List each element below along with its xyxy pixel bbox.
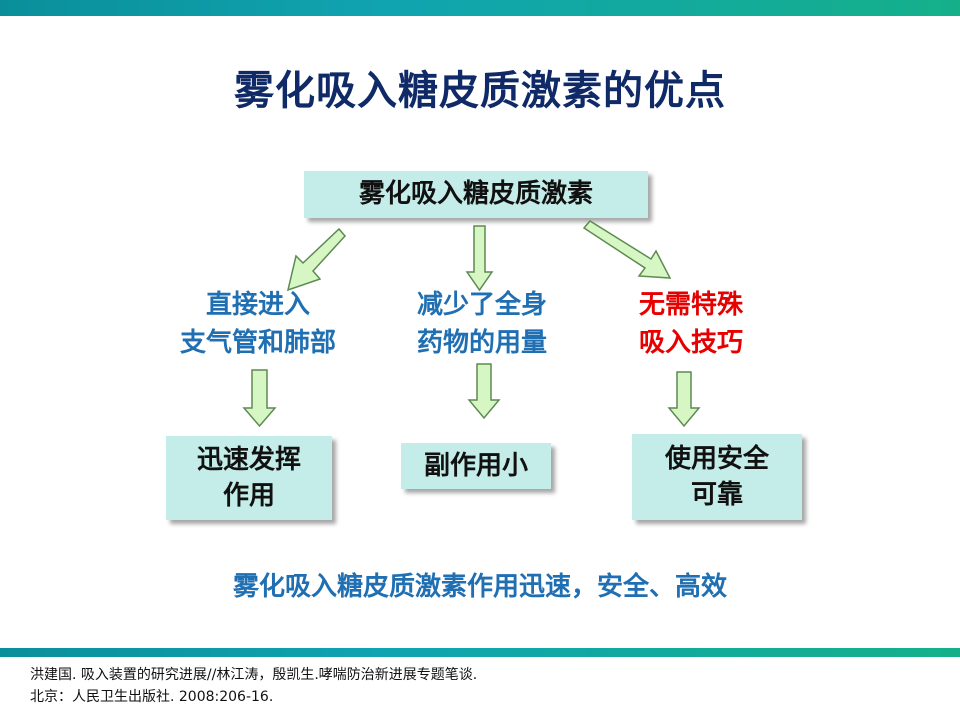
arrow-center-down <box>467 363 501 420</box>
reference-line1: 洪建国. 吸入装置的研究进展//林江涛，殷凯生.哮喘防治新进展专题笔谈. <box>30 667 478 683</box>
bottom-left-line2: 作用 <box>222 481 275 511</box>
summary-text: 雾化吸入糖皮质激素作用迅速，安全、高效 <box>232 572 727 602</box>
arrow-right-diagonal <box>582 220 672 279</box>
middle-center-text: 减少了全身 药物的用量 <box>352 286 612 362</box>
middle-right-line1: 无需特殊 <box>638 290 743 320</box>
arrow-center-top <box>465 225 494 292</box>
top-color-band <box>0 0 960 16</box>
middle-center-line1: 减少了全身 <box>416 290 547 320</box>
middle-left-line1: 直接进入 <box>205 290 310 320</box>
bottom-color-band <box>0 648 960 657</box>
middle-left-line2: 支气管和肺部 <box>179 328 336 358</box>
middle-right-text: 无需特殊 吸入技巧 <box>561 286 821 362</box>
bottom-center-label: 副作用小 <box>423 450 528 481</box>
slide-title: 雾化吸入糖皮质激素的优点 <box>234 68 726 114</box>
middle-center-line2: 药物的用量 <box>416 328 547 358</box>
bottom-left-box: 迅速发挥 作用 <box>166 436 332 520</box>
top-box: 雾化吸入糖皮质激素 <box>304 171 648 218</box>
bottom-right-box: 使用安全 可靠 <box>632 434 802 520</box>
middle-right-line2: 吸入技巧 <box>638 328 743 358</box>
bottom-center-box: 副作用小 <box>401 443 551 489</box>
bottom-right-line1: 使用安全 <box>664 443 769 474</box>
arrow-left-diagonal <box>286 227 347 292</box>
arrow-left-down <box>242 369 277 428</box>
bottom-right-line2: 可靠 <box>690 480 743 510</box>
bottom-left-line1: 迅速发挥 <box>196 444 301 475</box>
reference-line2: 北京：人民卫生出版社. 2008:206-16. <box>30 689 274 705</box>
arrow-right-down <box>667 371 701 428</box>
middle-left-text: 直接进入 支气管和肺部 <box>128 286 388 362</box>
reference-citation: 洪建国. 吸入装置的研究进展//林江涛，殷凯生.哮喘防治新进展专题笔谈. 北京：… <box>30 664 477 708</box>
top-box-label: 雾化吸入糖皮质激素 <box>358 179 593 210</box>
